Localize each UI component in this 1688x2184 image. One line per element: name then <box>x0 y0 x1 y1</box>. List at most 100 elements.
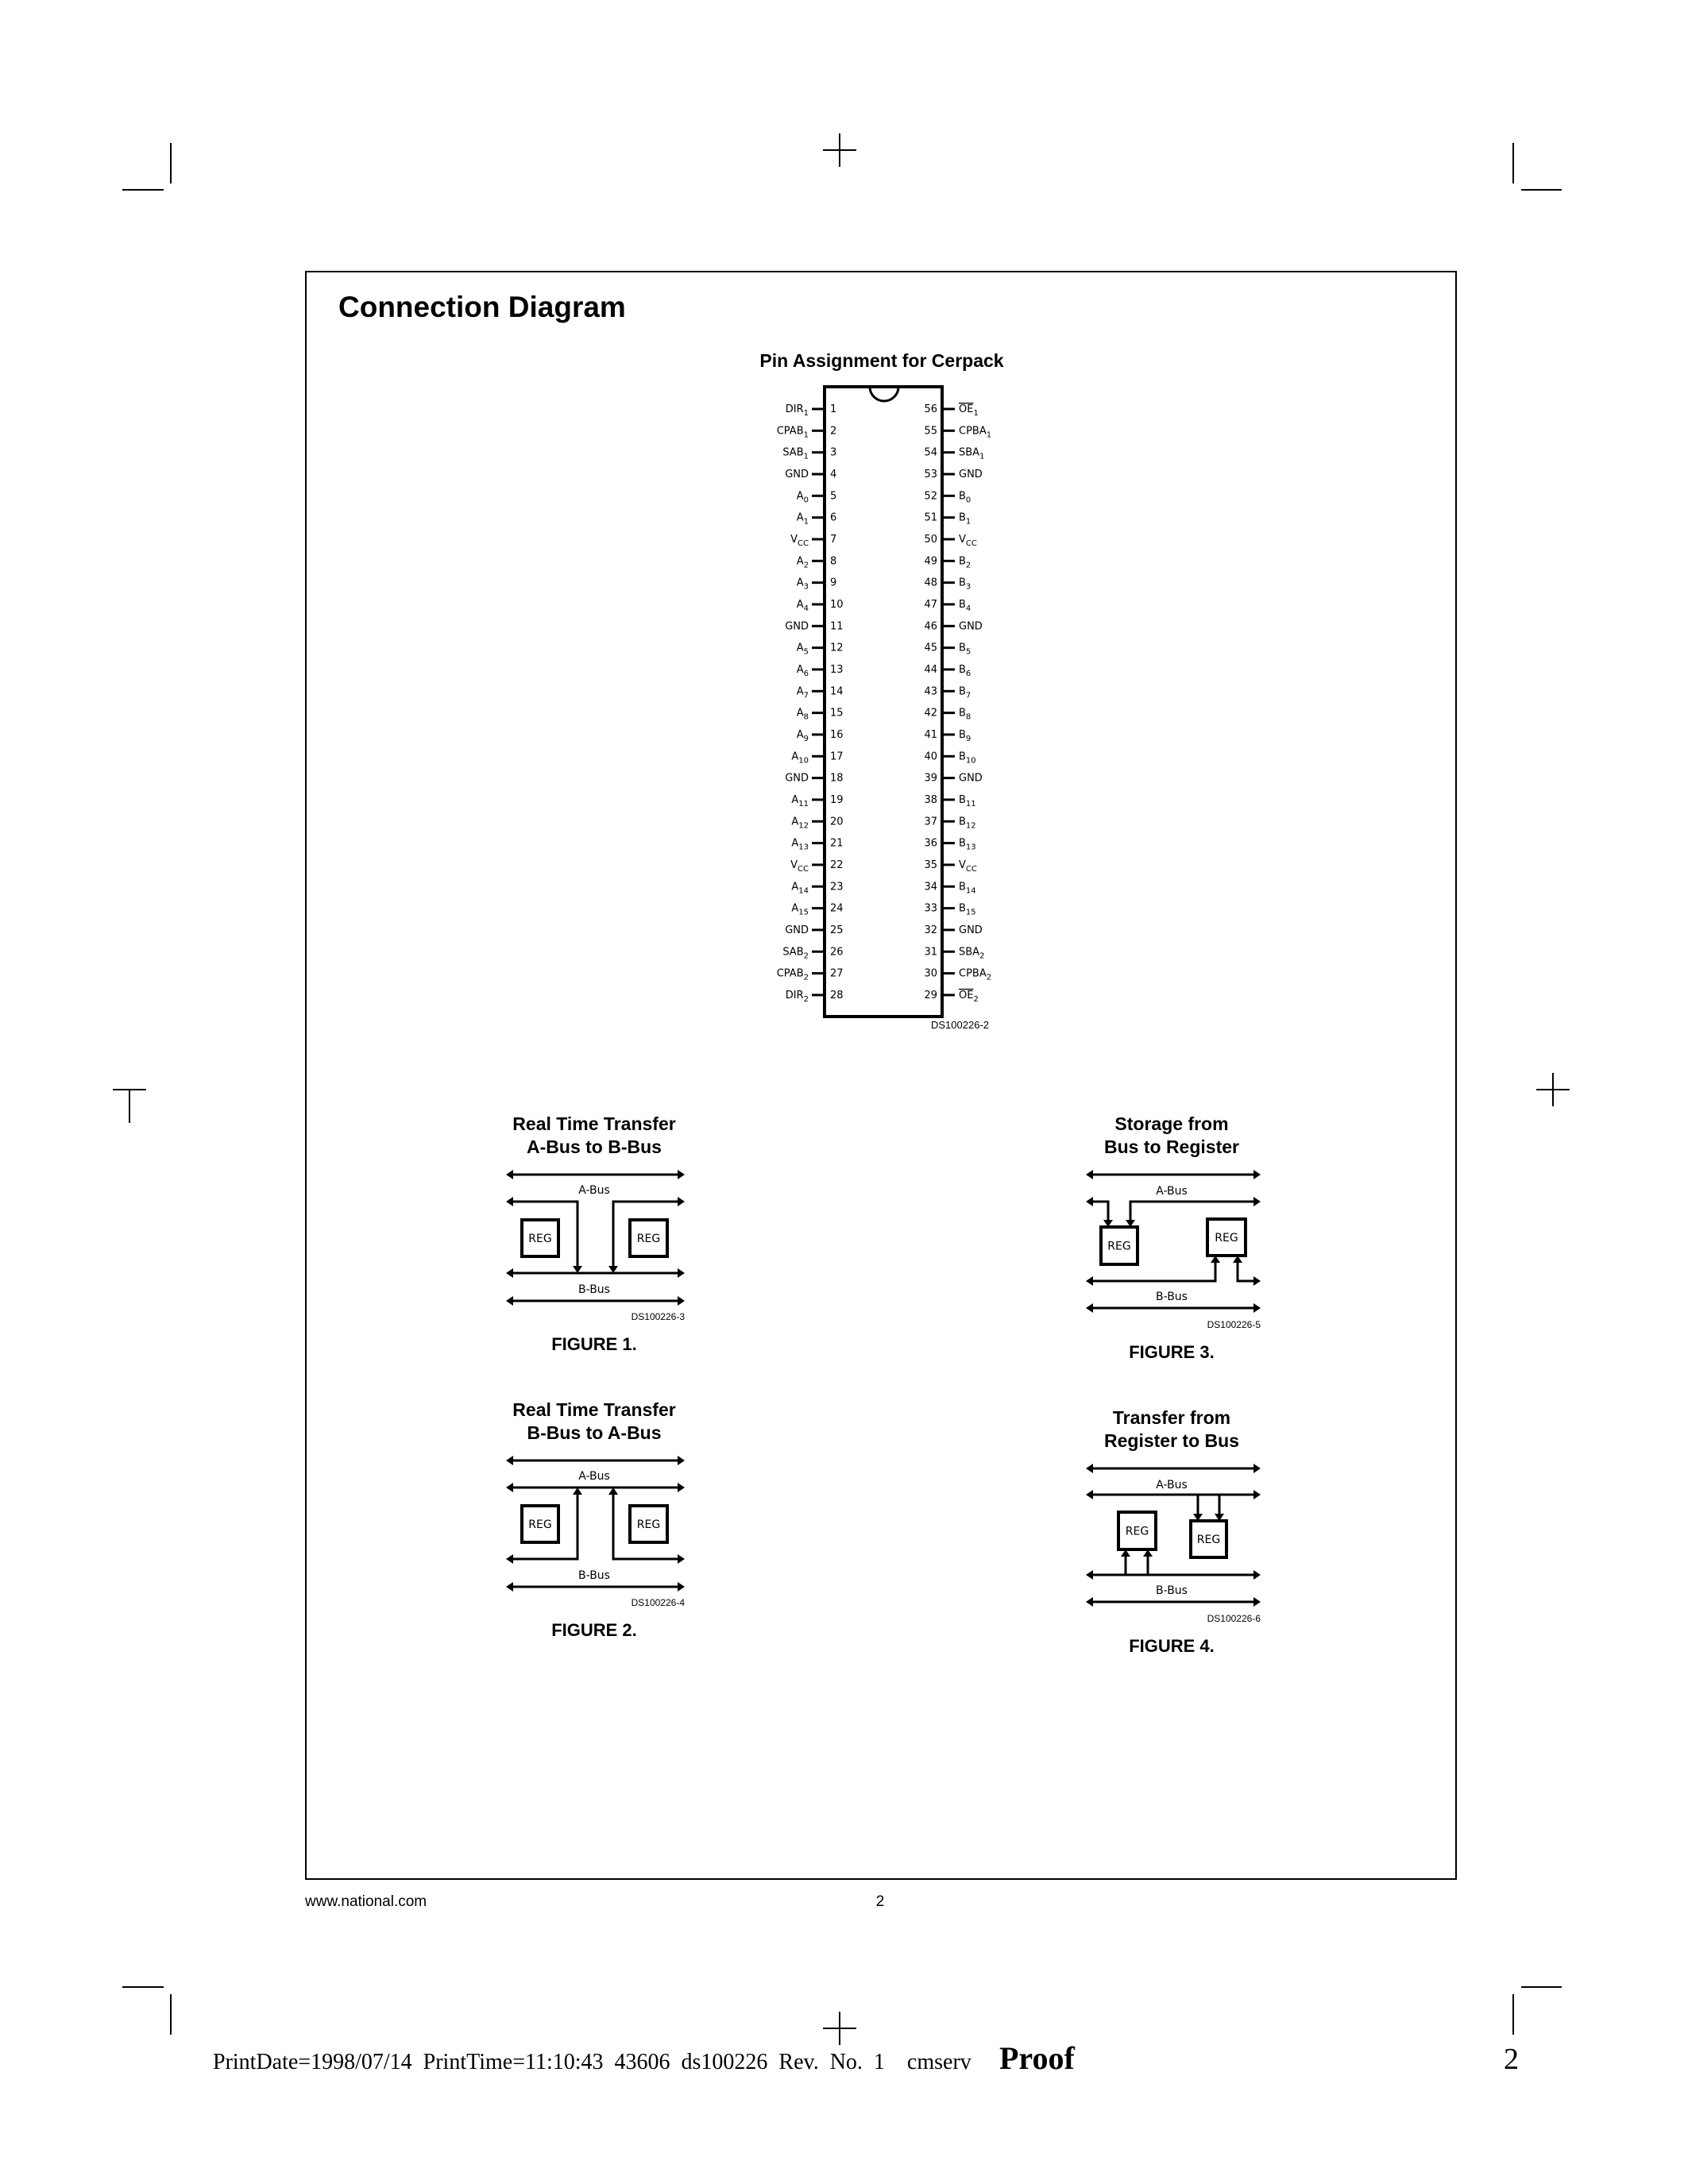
pin-subscript: 1 <box>804 518 809 527</box>
pin1-notch <box>868 386 900 403</box>
pin-number: 28 <box>830 990 844 1001</box>
pin-label: A13 <box>791 838 809 852</box>
pin-number: 11 <box>830 620 844 632</box>
pin-number: 25 <box>830 924 844 936</box>
pin-number: 19 <box>830 794 844 806</box>
pin-name: A <box>797 642 804 654</box>
pin-label: GND <box>785 773 809 785</box>
figure-title-line2: A-Bus to B-Bus <box>527 1136 662 1157</box>
pin-subscript: 5 <box>804 648 809 657</box>
pin-label: GND <box>959 620 983 632</box>
footer-website[interactable]: www.national.com <box>304 1893 427 1910</box>
pin-label: A2 <box>797 555 809 569</box>
arrowhead-icon <box>678 1554 685 1564</box>
pin-label: A12 <box>791 816 809 830</box>
pin-name: B <box>959 751 966 762</box>
pin-subscript: 12 <box>798 821 809 830</box>
arrowhead-icon <box>573 1488 582 1495</box>
pin-number: 23 <box>830 881 844 893</box>
pin-number: 31 <box>924 946 937 958</box>
signal-line <box>511 1200 579 1266</box>
arrowhead-icon <box>678 1268 685 1278</box>
pin-number: 5 <box>830 490 836 502</box>
pin-subscript: 13 <box>798 843 809 852</box>
arrowhead-icon <box>1086 1597 1093 1607</box>
pin-name: A <box>797 512 804 524</box>
arrowhead-icon <box>678 1296 685 1306</box>
pin-subscript: 1 <box>804 453 809 461</box>
pin-number: 30 <box>924 968 937 980</box>
pin-number: 37 <box>924 816 937 828</box>
pin-subscript: 3 <box>804 583 809 592</box>
pin-label: GND <box>959 773 983 785</box>
pin-number: 22 <box>830 859 844 871</box>
footer-page-number: 2 <box>876 1893 885 1910</box>
pinout-title: Pin Assignment for Cerpack <box>759 350 1003 371</box>
pin-label: A11 <box>791 794 809 808</box>
pin-label: A15 <box>791 903 809 917</box>
pin-label: SBA2 <box>959 946 984 960</box>
pin-number: 43 <box>924 685 937 697</box>
arrowhead-icon <box>506 1483 513 1492</box>
pin-number: 38 <box>924 794 937 806</box>
pin-name: SBA <box>959 946 979 958</box>
pin-subscript: 9 <box>966 735 971 743</box>
pin-name: V <box>959 859 966 871</box>
register-box <box>1206 1217 1247 1257</box>
content-frame <box>305 271 1457 1880</box>
arrowhead-icon <box>1086 1170 1093 1179</box>
pin-label: B1 <box>959 512 971 527</box>
pin-number: 24 <box>830 903 844 915</box>
pin-number: 39 <box>924 773 937 785</box>
figure-title-line2: Bus to Register <box>1104 1136 1239 1157</box>
pin-subscript: CC <box>798 865 809 874</box>
pin-subscript: 11 <box>798 800 809 808</box>
arrowhead-icon <box>1253 1170 1261 1179</box>
pin-name: A <box>791 794 798 806</box>
pin-subscript: 7 <box>966 691 971 700</box>
pin-label: CPBA2 <box>959 968 991 982</box>
pin-label: B11 <box>959 794 976 808</box>
pin-label: B10 <box>959 751 976 765</box>
pin-number: 56 <box>924 403 937 415</box>
pin-label: SBA1 <box>959 447 984 461</box>
arrowhead-icon <box>608 1266 618 1273</box>
pin-subscript: 2 <box>804 974 809 982</box>
pin-subscript: CC <box>966 539 977 548</box>
pin-subscript: 9 <box>804 735 809 743</box>
pin-subscript: 3 <box>966 583 971 592</box>
pin-name: B <box>959 664 966 676</box>
pin-name: B <box>959 729 966 741</box>
pin-name: B <box>959 642 966 654</box>
pin-number: 14 <box>830 685 844 697</box>
pin-name: B <box>959 838 966 850</box>
pin-number: 46 <box>924 620 937 632</box>
pin-number: 10 <box>830 599 844 611</box>
pin-subscript: 1 <box>804 409 809 418</box>
arrowhead-icon <box>506 1456 513 1465</box>
arrowhead-icon <box>1253 1570 1261 1580</box>
pin-subscript: 10 <box>966 756 976 765</box>
pin-label: A14 <box>791 881 809 895</box>
signal-line <box>1236 1263 1256 1283</box>
pin-subscript: 7 <box>804 691 809 700</box>
pin-name: CPAB <box>777 968 804 980</box>
pin-subscript: 2 <box>973 995 978 1004</box>
pin-number: 36 <box>924 838 937 850</box>
a-bus-label: A-Bus <box>1156 1185 1188 1198</box>
pin-label: A5 <box>797 642 809 657</box>
pin-name: B <box>959 708 966 720</box>
arrowhead-icon <box>1253 1303 1261 1313</box>
pin-name: SBA <box>959 447 979 459</box>
register-box <box>1117 1511 1157 1551</box>
arrowhead-icon <box>678 1582 685 1592</box>
pin-name: B <box>959 685 966 697</box>
pin-label: A10 <box>791 751 809 765</box>
pin-label: GND <box>959 924 983 936</box>
pin-subscript: 4 <box>804 604 809 613</box>
pin-subscript: 2 <box>804 561 809 569</box>
register-label: REG <box>637 1518 660 1531</box>
pin-subscript: 10 <box>798 756 809 765</box>
pin-number: 27 <box>830 968 844 980</box>
